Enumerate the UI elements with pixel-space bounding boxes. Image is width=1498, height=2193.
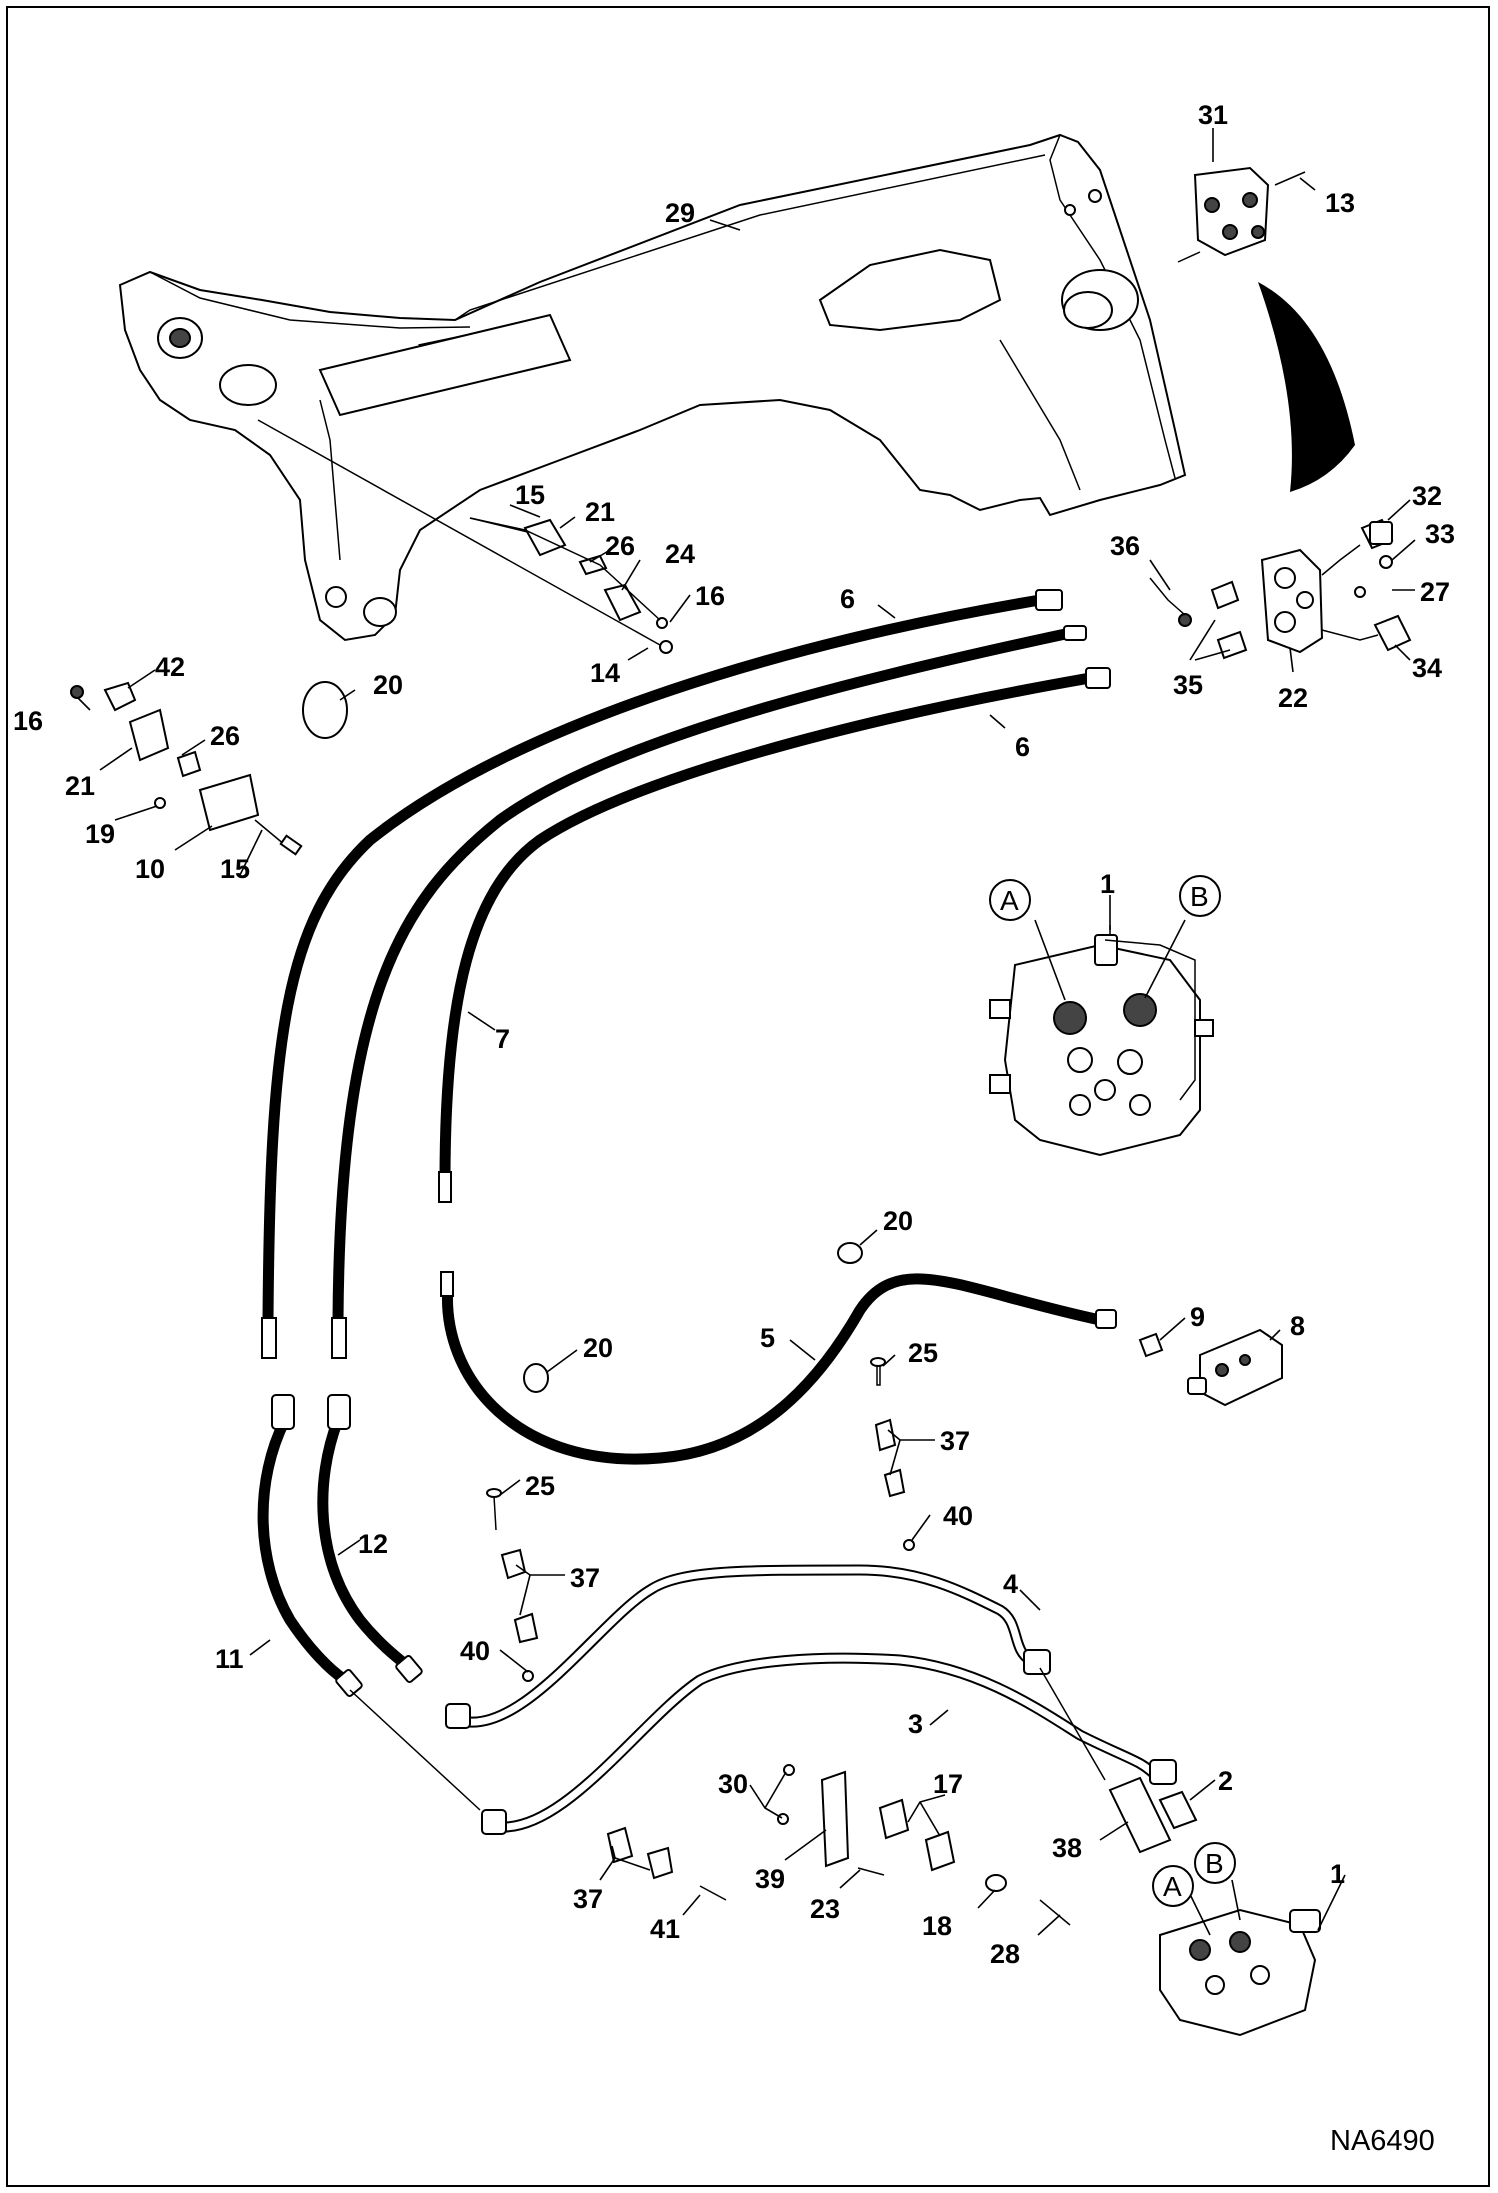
callout-16a: 16	[695, 581, 725, 611]
callout-18: 18	[922, 1911, 952, 1941]
callout-22: 22	[1278, 683, 1308, 713]
callout-35: 35	[1173, 670, 1203, 700]
callout-6a: 6	[840, 584, 855, 614]
coupler-block-31	[1177, 166, 1355, 492]
leader-lines	[77, 128, 1416, 1936]
drawing-reference: NA6490	[1330, 2125, 1435, 2157]
callout-23: 23	[810, 1894, 840, 1924]
port-label-a-upper: A	[1000, 885, 1019, 916]
hose-clamps-20	[302, 681, 863, 1393]
callout-5: 5	[760, 1323, 775, 1353]
callout-21a: 21	[585, 497, 615, 527]
callout-25a: 25	[908, 1338, 938, 1368]
callout-21b: 21	[65, 771, 95, 801]
callout-14: 14	[590, 658, 620, 688]
callout-39: 39	[755, 1864, 785, 1894]
callout-7: 7	[495, 1024, 510, 1054]
callout-1b: 1	[1330, 1859, 1345, 1889]
callout-37c: 37	[573, 1884, 603, 1914]
port-label-b-upper: B	[1190, 881, 1209, 912]
callout-20b: 20	[883, 1206, 913, 1236]
callout-41: 41	[650, 1914, 680, 1944]
callout-8: 8	[1290, 1311, 1305, 1341]
callout-12: 12	[358, 1529, 388, 1559]
callout-32: 32	[1412, 481, 1442, 511]
port-label-b-lower: A	[1163, 1871, 1182, 1902]
callout-15a: 15	[515, 480, 545, 510]
callout-28: 28	[990, 1939, 1020, 1969]
port-circles	[989, 875, 1236, 1907]
coupler-manifold-22	[1149, 518, 1412, 660]
callout-9: 9	[1190, 1302, 1205, 1332]
diverter-block-8	[1138, 1328, 1283, 1407]
callout-2: 2	[1218, 1766, 1233, 1796]
callout-31a: 31	[1198, 100, 1228, 130]
callout-20a: 20	[373, 670, 403, 700]
lift-arm	[118, 133, 1187, 642]
callout-17: 17	[933, 1769, 963, 1799]
callout-37b: 37	[570, 1563, 600, 1593]
callout-36: 36	[1110, 531, 1140, 561]
callout-24: 24	[665, 539, 695, 569]
callout-30: 30	[718, 1769, 748, 1799]
port-labels: A B A B	[1000, 881, 1224, 1902]
steel-tubes	[349, 1564, 1177, 1835]
callout-10: 10	[135, 854, 165, 884]
callout-40b: 40	[460, 1636, 490, 1666]
callout-29: 29	[665, 198, 695, 228]
callout-40a: 40	[943, 1501, 973, 1531]
hoses	[257, 589, 1117, 1697]
callout-19: 19	[85, 819, 115, 849]
callout-15b: 15	[220, 854, 250, 884]
bracket-assembly-left	[70, 681, 303, 856]
callout-37a: 37	[940, 1426, 970, 1456]
control-valve-lower	[1159, 1908, 1321, 2037]
callout-42: 42	[155, 652, 185, 682]
callout-27: 27	[1420, 577, 1450, 607]
fittings-38-2	[1108, 1776, 1198, 1854]
callout-26b: 26	[210, 721, 240, 751]
control-valve-detail	[989, 925, 1214, 1157]
port-label-a-lower: B	[1205, 1848, 1224, 1879]
callout-labels: 31 13 29 15 21 26 24 16 14 32 36 33 27 3…	[13, 100, 1455, 1969]
callout-4: 4	[1003, 1569, 1018, 1599]
mount-hardware-upper	[257, 419, 673, 654]
callout-3: 3	[908, 1709, 923, 1739]
callout-20c: 20	[583, 1333, 613, 1363]
callout-6b: 6	[1015, 732, 1030, 762]
callout-16b: 16	[13, 706, 43, 736]
callout-25b: 25	[525, 1471, 555, 1501]
callout-1a: 1	[1100, 869, 1115, 899]
callout-26a: 26	[605, 531, 635, 561]
callout-11: 11	[215, 1644, 244, 1674]
callout-13: 13	[1325, 188, 1355, 218]
callout-34: 34	[1412, 653, 1442, 683]
callout-38: 38	[1052, 1833, 1082, 1863]
clamp-hardware	[486, 1357, 915, 1682]
callout-33: 33	[1425, 519, 1455, 549]
